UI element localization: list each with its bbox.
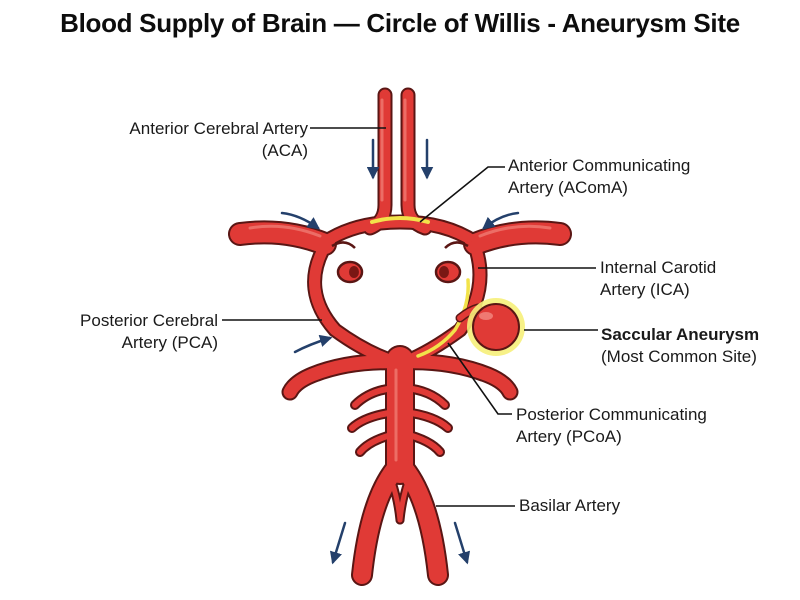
label-basilar: Basilar Artery <box>519 495 620 517</box>
label-aca: Anterior Cerebral Artery (ACA) <box>129 118 308 162</box>
label-aneurysm-line2: (Most Common Site) <box>601 347 757 366</box>
leader-lines <box>222 127 598 507</box>
label-pca-line2: Artery (PCA) <box>121 333 218 352</box>
label-acoma-line1: Anterior Communicating <box>508 156 691 175</box>
label-pcoa-line1: Posterior Communicating <box>516 405 707 424</box>
label-aca-line1: Anterior Cerebral Artery <box>129 119 308 138</box>
label-basilar-line1: Basilar Artery <box>519 496 621 515</box>
flow-arrows <box>280 138 520 565</box>
label-ica: Internal Carotid Artery (ICA) <box>600 257 716 301</box>
page-title: Blood Supply of Brain — Circle of Willis… <box>60 8 740 38</box>
label-ica-line1: Internal Carotid <box>600 258 717 277</box>
label-pcoa-line2: Artery (PCoA) <box>516 427 622 446</box>
label-pca-line1: Posterior Cerebral <box>80 311 218 330</box>
label-aneurysm-line1: Saccular Aneurysm <box>601 325 760 344</box>
label-pcoa: Posterior Communicating Artery (PCoA) <box>516 404 707 448</box>
label-acoma: Anterior Communicating Artery (AComA) <box>508 155 690 199</box>
label-aneurysm: Saccular Aneurysm (Most Common Site) <box>601 324 759 368</box>
label-pca: Posterior Cerebral Artery (PCA) <box>80 310 218 354</box>
label-acoma-line2: Artery (AComA) <box>508 178 628 197</box>
label-aca-line2: (ACA) <box>261 141 308 160</box>
label-ica-line2: Artery (ICA) <box>600 280 690 299</box>
aneurysm-sac <box>455 298 525 356</box>
